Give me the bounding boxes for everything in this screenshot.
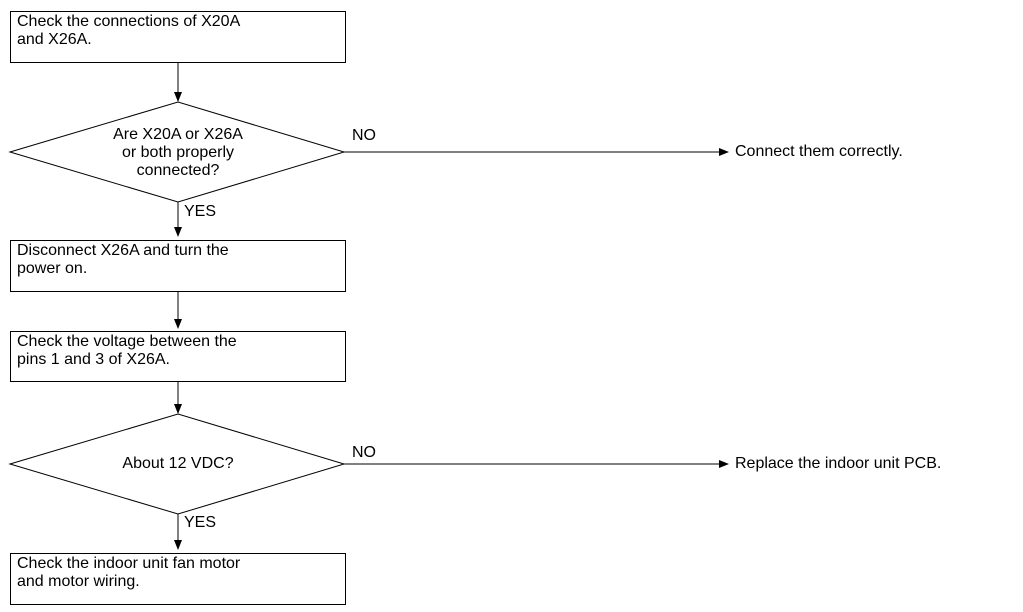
decision-text-line: Are X20A or X26A xyxy=(113,126,243,143)
decision-connected-text: Are X20A or X26A or both properly connec… xyxy=(78,126,278,180)
step-text-line: power on. xyxy=(17,260,88,277)
step-text-line: Check the voltage between the xyxy=(17,333,237,350)
outcome-replace-pcb: Replace the indoor unit PCB. xyxy=(735,455,942,472)
no-label: NO xyxy=(352,127,376,144)
yes-label: YES xyxy=(184,514,217,531)
step-check-connections: Check the connections of X20A and X26A. xyxy=(10,11,346,63)
decision-text-line: About 12 VDC? xyxy=(122,455,234,472)
outcome-connect-correctly: Connect them correctly. xyxy=(735,143,903,160)
yes-label: YES xyxy=(184,203,217,220)
decision-text-line: or both properly xyxy=(121,144,235,161)
decision-text-line: connected? xyxy=(136,162,220,179)
no-label: NO xyxy=(352,444,376,461)
step-text-line: Check the indoor unit fan motor xyxy=(17,555,241,572)
step-text-line: pins 1 and 3 of X26A. xyxy=(17,351,170,368)
step-text-line: and motor wiring. xyxy=(17,573,140,590)
step-disconnect: Disconnect X26A and turn the power on. xyxy=(10,240,346,292)
step-text-line: Disconnect X26A and turn the xyxy=(17,242,229,259)
step-text-line: Check the connections of X20A xyxy=(17,13,241,30)
decision-voltage-text: About 12 VDC? xyxy=(78,455,278,473)
step-text-line: and X26A. xyxy=(17,31,92,48)
step-check-motor: Check the indoor unit fan motor and moto… xyxy=(10,553,346,605)
step-check-voltage: Check the voltage between the pins 1 and… xyxy=(10,331,346,382)
